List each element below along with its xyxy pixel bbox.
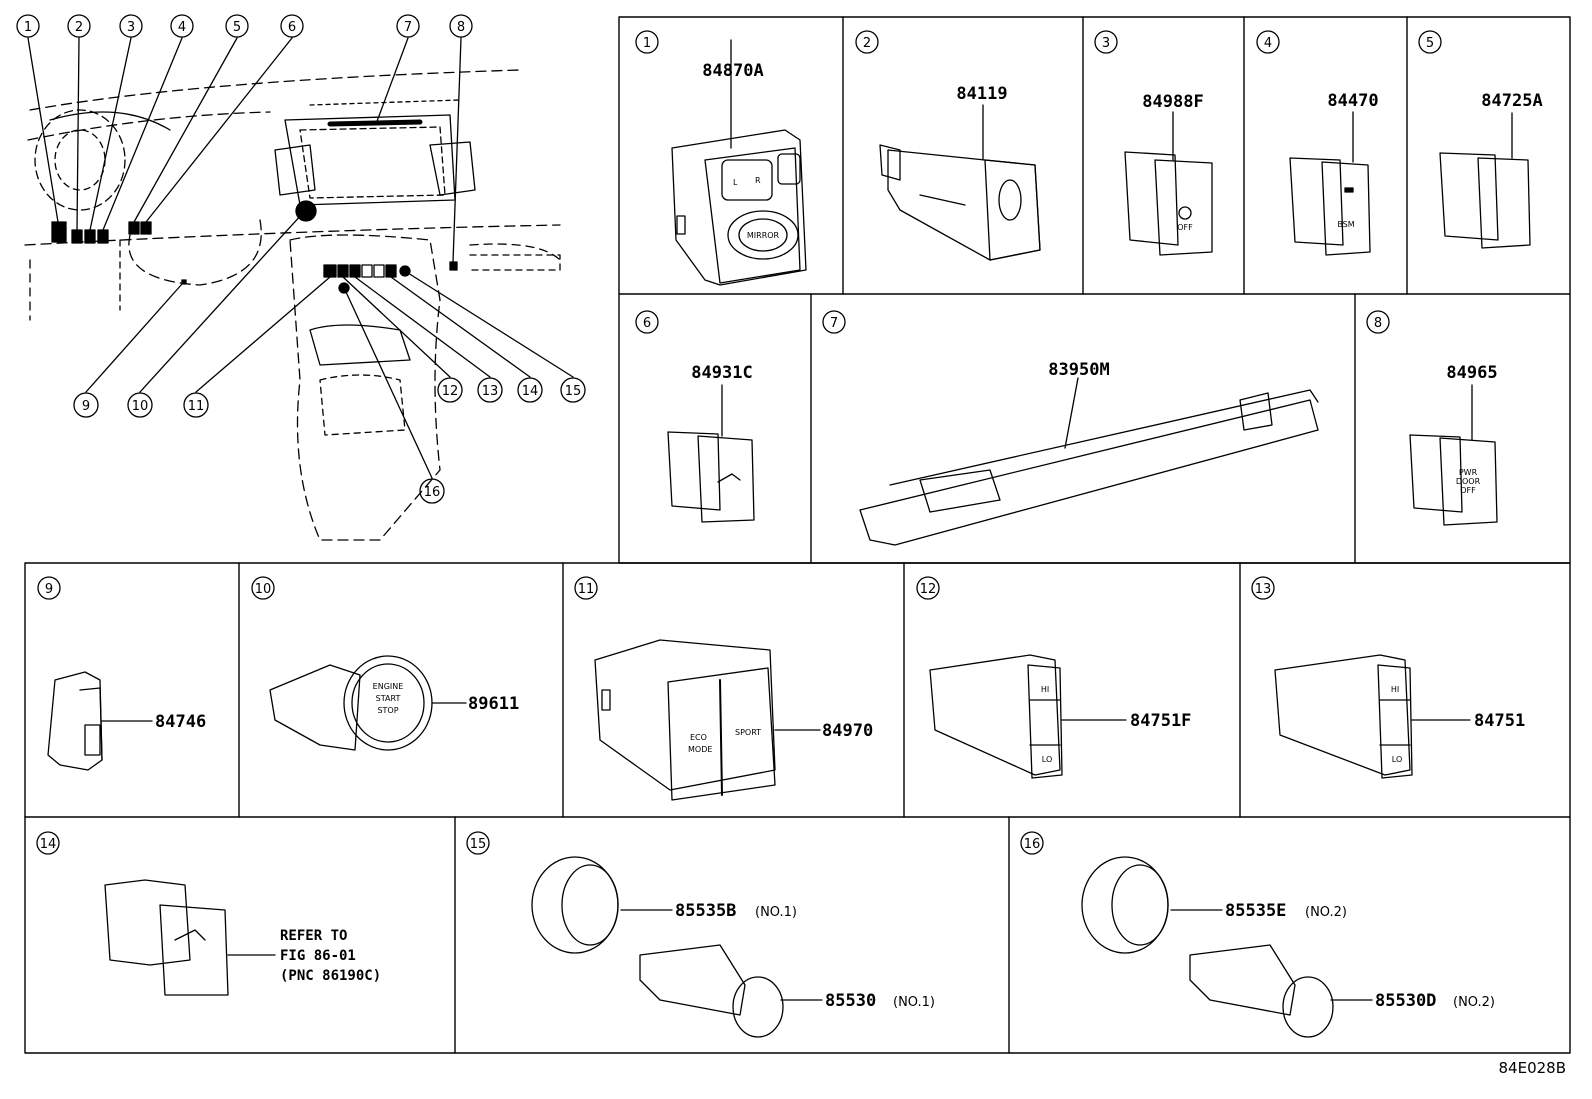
mirror-r-label: R <box>755 176 761 185</box>
lo-label-12: LO <box>1042 755 1052 764</box>
pwr-door-off-switch-drawing <box>1409 384 1498 526</box>
cell-callout-1: 1 <box>643 36 651 51</box>
part-number-84931c: 84931C <box>691 363 752 383</box>
power-outlet-no2-drawing <box>1081 856 1373 1038</box>
power-outlet-no1-drawing <box>531 856 823 1038</box>
cell-callout-4: 4 <box>1264 36 1272 51</box>
overview-callouts <box>16 14 586 504</box>
start-label: START <box>376 694 401 703</box>
part-number-84988f: 84988F <box>1142 92 1203 112</box>
part-number-84965: 84965 <box>1446 363 1497 383</box>
eco-label: ECO <box>690 733 707 742</box>
overview-callout-13: 13 <box>482 384 499 399</box>
overview-callout-7: 7 <box>404 20 412 35</box>
cell-callout-16: 16 <box>1024 837 1041 852</box>
note-85535e: (NO.2) <box>1305 905 1347 920</box>
cell-callout-7: 7 <box>830 316 838 331</box>
part-number-84119: 84119 <box>956 84 1007 104</box>
vsc-off-label: OFF <box>1177 223 1193 232</box>
part-number-84725a: 84725A <box>1481 91 1542 111</box>
pwr-label: PWR <box>1459 468 1478 477</box>
vsc-off-switch-drawing <box>1124 111 1213 256</box>
cell-callout-10: 10 <box>255 582 272 597</box>
cell-callout-8: 8 <box>1374 316 1382 331</box>
overview-callout-5: 5 <box>233 20 241 35</box>
overview-callout-9: 9 <box>82 399 90 414</box>
overview-callout-1: 1 <box>24 20 32 35</box>
cell-callouts <box>36 30 1442 855</box>
note-85535b: (NO.1) <box>755 905 797 920</box>
hi-label-12: HI <box>1041 685 1049 694</box>
cell-callout-11: 11 <box>578 582 595 597</box>
mode-label: MODE <box>688 745 712 754</box>
stop-label: STOP <box>377 706 398 715</box>
overview-callout-14: 14 <box>522 384 539 399</box>
part-grid <box>24 16 1571 1054</box>
seat-heater-switch-84751-drawing <box>1274 654 1471 779</box>
bsm-switch-drawing <box>1289 111 1371 256</box>
cell-callout-3: 3 <box>1102 36 1110 51</box>
part-number-84470: 84470 <box>1327 91 1378 111</box>
mirror-label: MIRROR <box>747 231 780 240</box>
seat-heater-switch-84751f-drawing <box>929 654 1127 779</box>
dimmer-switch-drawing <box>879 104 1041 261</box>
overview-callout-3: 3 <box>127 20 135 35</box>
cell-callout-9: 9 <box>45 582 53 597</box>
part-number-85535e: 85535E <box>1225 901 1286 921</box>
cell-callout-13: 13 <box>1255 582 1272 597</box>
part-number-89611: 89611 <box>468 694 519 714</box>
cell-callout-2: 2 <box>863 36 871 51</box>
cell-callout-14: 14 <box>40 837 57 852</box>
sport-label: SPORT <box>735 728 761 737</box>
mirror-switch-drawing <box>671 39 807 286</box>
lo-label-13: LO <box>1392 755 1402 764</box>
part-number-85530d: 85530D <box>1375 991 1436 1011</box>
overview-callout-16: 16 <box>424 485 441 500</box>
part-number-84970: 84970 <box>822 721 873 741</box>
overview-callout-10: 10 <box>132 399 149 414</box>
overview-callout-4: 4 <box>178 20 186 35</box>
bsm-label: BSM <box>1337 220 1354 229</box>
cell-callout-5: 5 <box>1426 36 1434 51</box>
diagram-code: 84E028B <box>1499 1059 1567 1077</box>
overview-callout-11: 11 <box>188 399 205 414</box>
power-backdoor-switch-drawing <box>667 384 755 523</box>
cell-callout-15: 15 <box>470 837 487 852</box>
overview-callout-6: 6 <box>288 20 296 35</box>
overview-callout-2: 2 <box>75 20 83 35</box>
overview-callout-15: 15 <box>565 384 582 399</box>
part-number-85535b: 85535B <box>675 901 736 921</box>
refer-switch-drawing <box>104 879 276 996</box>
cell-callout-6: 6 <box>643 316 651 331</box>
mirror-l-label: L <box>733 178 738 187</box>
part-number-84751f: 84751F <box>1130 711 1191 731</box>
eco-sport-switch-drawing <box>594 639 821 801</box>
part-number-84870a: 84870A <box>702 61 763 81</box>
awd-lock-switch-drawing <box>1439 112 1531 249</box>
dashboard-overview <box>24 37 574 541</box>
part-number-85530: 85530 <box>825 991 876 1011</box>
part-number-84751: 84751 <box>1474 711 1525 731</box>
refer-note-line-3: (PNC 86190C) <box>280 968 381 984</box>
overview-callout-12: 12 <box>442 384 459 399</box>
clock-panel-drawing <box>859 377 1319 546</box>
refer-note-line-2: FIG 86-01 <box>280 948 356 964</box>
connector-84746-drawing <box>47 671 153 771</box>
engine-label: ENGINE <box>373 682 404 691</box>
part-number-83950m: 83950M <box>1048 360 1109 380</box>
cell-callout-12: 12 <box>920 582 937 597</box>
door-label: DOOR <box>1456 477 1481 486</box>
part-number-84746: 84746 <box>155 712 206 732</box>
refer-note-line-1: REFER TO <box>280 928 347 944</box>
overview-callout-8: 8 <box>457 20 465 35</box>
note-85530d: (NO.2) <box>1453 995 1495 1010</box>
note-85530: (NO.1) <box>893 995 935 1010</box>
off-label: OFF <box>1460 486 1476 495</box>
hi-label-13: HI <box>1391 685 1399 694</box>
engine-start-switch-drawing <box>269 655 467 751</box>
